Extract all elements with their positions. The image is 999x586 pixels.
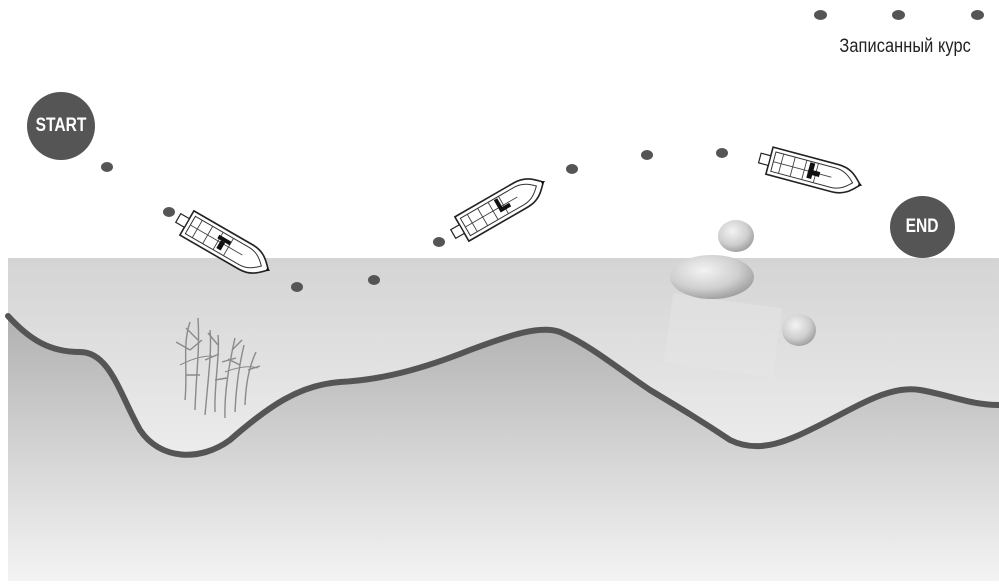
legend-track-dot <box>814 10 827 20</box>
track-dot <box>368 275 380 285</box>
end-marker-label: END <box>906 216 939 238</box>
boat-icon <box>446 169 552 246</box>
track-dot <box>101 162 113 172</box>
start-marker-label: START <box>36 115 87 137</box>
legend-label: Записанный курс <box>839 36 971 58</box>
track-dot <box>163 207 175 217</box>
end-marker: END <box>890 196 955 258</box>
track-dot <box>433 237 445 247</box>
track-dot <box>566 164 578 174</box>
legend-track-dot <box>971 10 984 20</box>
start-marker: START <box>27 92 95 160</box>
legend-track-dot <box>892 10 905 20</box>
track-dot <box>291 282 303 292</box>
track-dot <box>641 150 653 160</box>
legend: Записанный курс <box>799 0 999 70</box>
track-dot <box>716 148 728 158</box>
boat-icon <box>756 145 866 199</box>
